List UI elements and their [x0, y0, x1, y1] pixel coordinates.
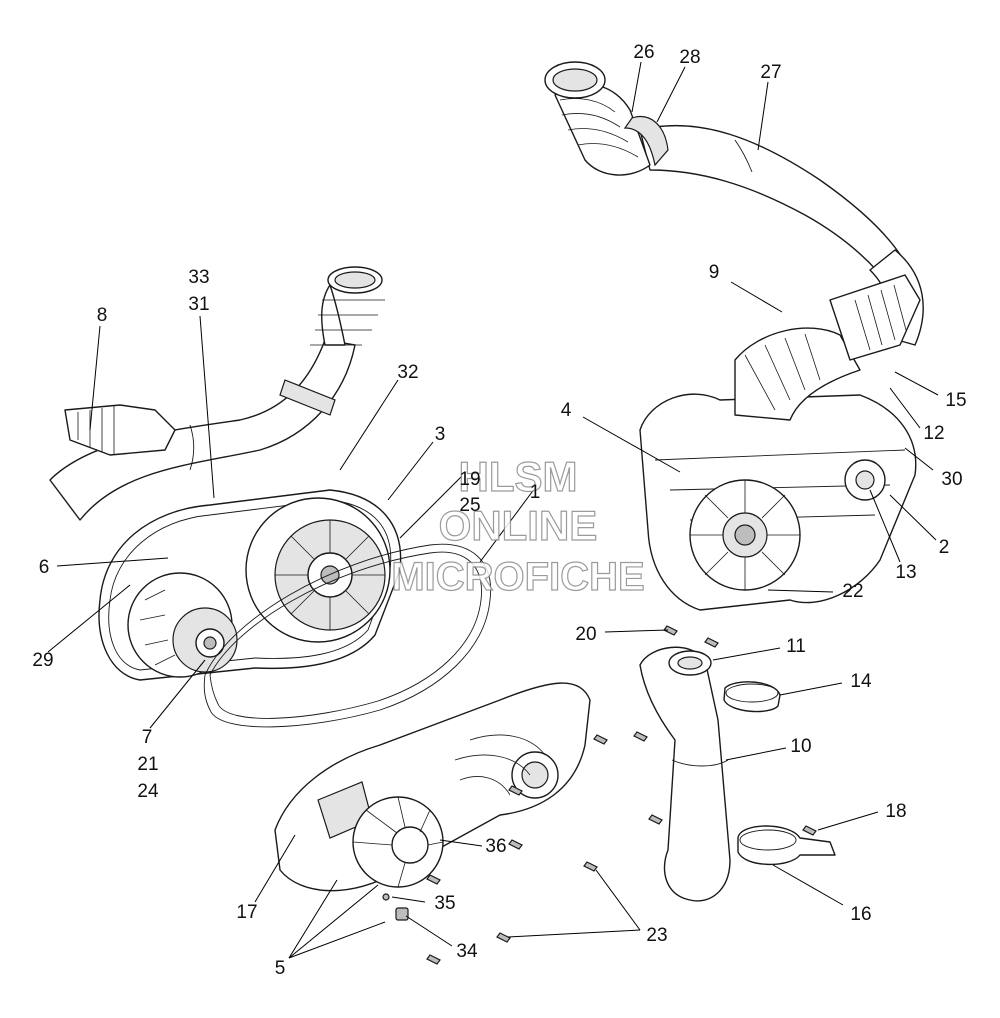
nut-34 — [395, 907, 409, 921]
callout-27: 27 — [760, 62, 781, 83]
callout-23: 23 — [646, 925, 667, 946]
bolt-23c — [593, 734, 608, 745]
callout-15: 15 — [945, 390, 966, 411]
callout-33: 33 — [188, 267, 209, 288]
callout-16: 16 — [850, 904, 871, 925]
watermark: HLSM ONLINE MICROFICHE — [391, 452, 646, 599]
watermark-line1: HLSM — [459, 453, 578, 500]
callout-28: 28 — [679, 47, 700, 68]
callout-32: 32 — [397, 362, 418, 383]
callout-10: 10 — [790, 736, 811, 757]
bolt-18 — [802, 825, 817, 836]
callout-6: 6 — [39, 557, 50, 578]
callout-1: 1 — [530, 482, 541, 503]
callout-17: 17 — [236, 902, 257, 923]
callout-3: 3 — [435, 424, 446, 445]
bolt-5b — [426, 954, 441, 965]
callout-18: 18 — [885, 801, 906, 822]
clutch-assembly — [98, 489, 492, 728]
callout-30: 30 — [941, 469, 962, 490]
bolt-23f — [508, 785, 523, 796]
inner-clutch-cover-assembly — [639, 274, 921, 611]
callout-19: 19 — [459, 469, 480, 490]
outlet-duct-assembly — [49, 266, 385, 521]
watermark-line2: ONLINE — [439, 502, 598, 549]
callout-13: 13 — [895, 562, 916, 583]
clamp-14 — [723, 681, 781, 713]
callout-26: 26 — [633, 42, 654, 63]
callout-25: 25 — [459, 495, 480, 516]
callout-36: 36 — [485, 836, 506, 857]
callout-35: 35 — [434, 893, 455, 914]
bolt-5a — [426, 874, 441, 885]
watermark-line3: MICROFICHE — [391, 555, 644, 599]
bolt-20a — [663, 625, 678, 636]
callout-9: 9 — [709, 262, 720, 283]
callout-7: 7 — [142, 727, 153, 748]
duct-10 — [639, 646, 731, 902]
callout-8: 8 — [97, 305, 108, 326]
callout-14: 14 — [850, 671, 872, 692]
clamp-28 — [623, 116, 669, 167]
grille-8 — [64, 404, 176, 456]
lower-duct-assembly — [639, 625, 836, 902]
bolt-23g — [508, 839, 523, 850]
bracket-16 — [737, 825, 836, 866]
callout-34: 34 — [456, 941, 478, 962]
callout-2: 2 — [939, 537, 950, 558]
clamp-31 — [279, 379, 336, 416]
bolt-23e — [648, 814, 663, 825]
callout-31: 31 — [188, 294, 209, 315]
washer-35 — [382, 893, 390, 901]
callout-24: 24 — [137, 781, 159, 802]
callout-21: 21 — [137, 754, 158, 775]
callout-4: 4 — [561, 400, 572, 421]
callout-22: 22 — [842, 581, 863, 602]
callout-labels: 26 28 27 9 15 12 30 4 2 13 22 33 31 8 32… — [32, 42, 966, 979]
callout-20: 20 — [575, 624, 596, 645]
bolt-20b — [704, 637, 719, 648]
belt-1 — [203, 543, 492, 728]
callout-11: 11 — [786, 636, 806, 657]
outer-clutch-cover-assembly — [274, 682, 663, 965]
bolt-23d — [633, 731, 648, 742]
bolt-23b — [583, 861, 598, 872]
bolt-23a — [496, 932, 511, 943]
callout-12: 12 — [923, 423, 944, 444]
callout-29: 29 — [32, 650, 53, 671]
callout-5: 5 — [275, 958, 286, 979]
leader-lines — [47, 61, 939, 959]
grille-15 — [829, 274, 921, 361]
